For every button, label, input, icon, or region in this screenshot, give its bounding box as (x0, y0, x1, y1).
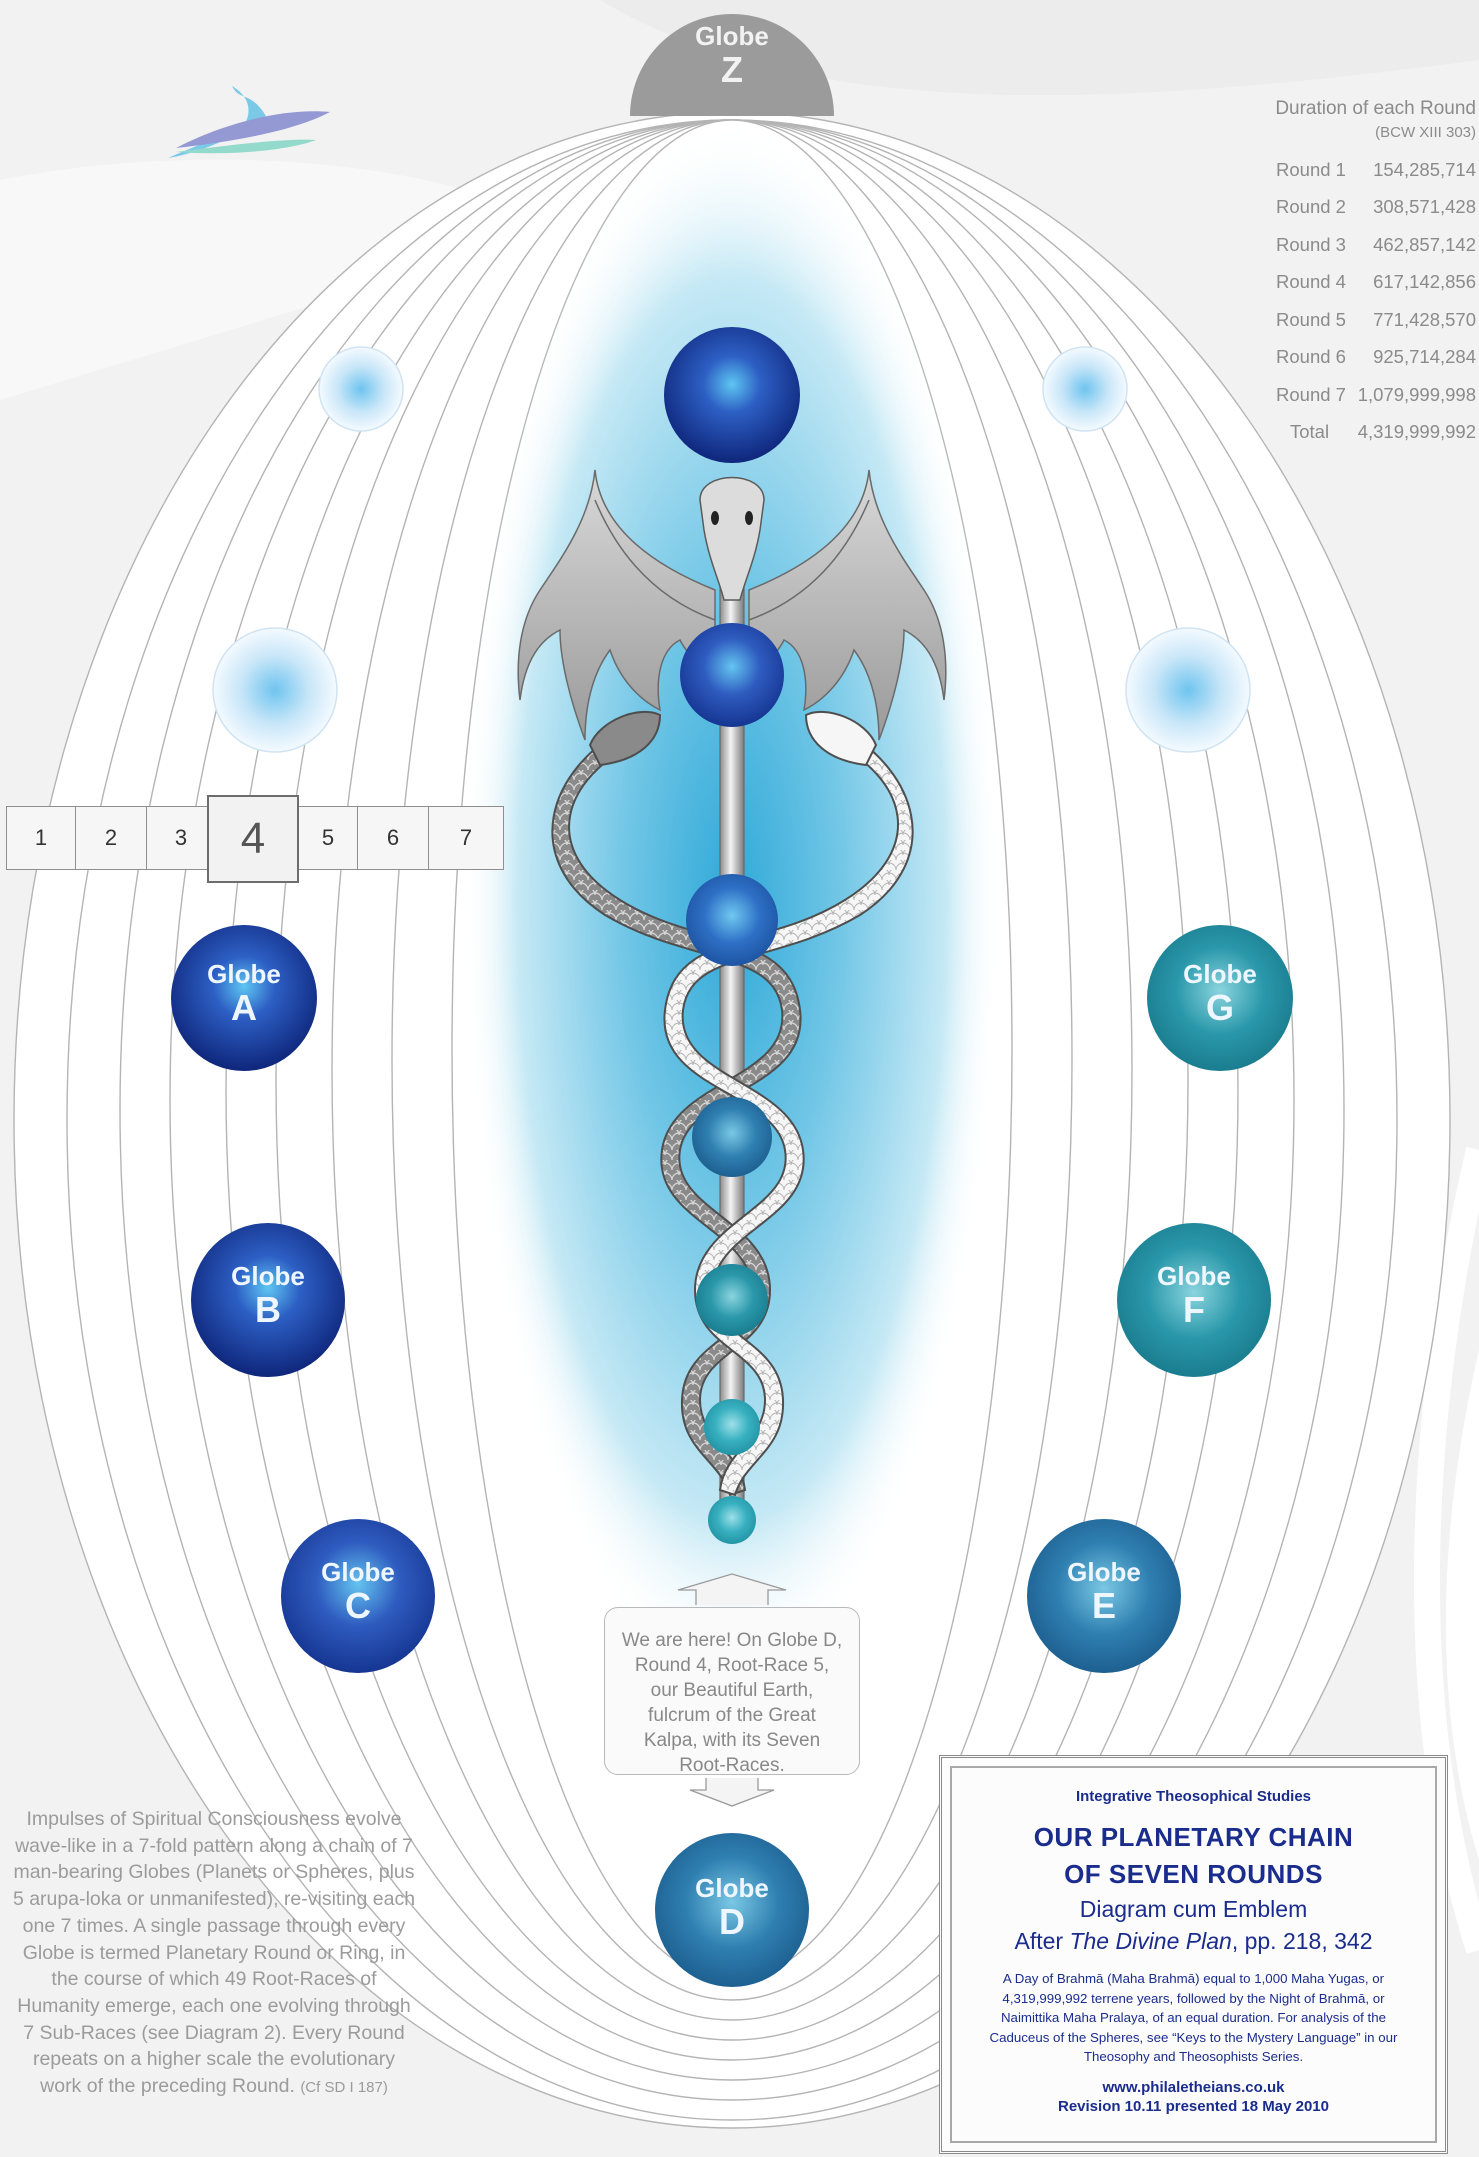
globe-d-word: Globe (672, 1874, 792, 1902)
round-value: 925,714,284 (1373, 346, 1476, 368)
duration-row: Round 2 308,571,428 (1240, 189, 1476, 227)
title-panel-content: Integrative Theosophical Studies OUR PLA… (942, 1788, 1445, 2115)
website-link[interactable]: www.philaletheians.co.uk (942, 2079, 1445, 2096)
round-label: Round 7 (1240, 384, 1346, 406)
total-label: Total (1240, 421, 1329, 443)
round-label: Round 3 (1240, 234, 1346, 256)
round-2-box[interactable]: 2 (75, 806, 147, 870)
duration-row: Round 5 771,428,570 (1240, 301, 1476, 339)
round-7-box[interactable]: 7 (428, 806, 504, 870)
globe-e: Globe E (1044, 1558, 1164, 1626)
round-label: Round 6 (1240, 346, 1346, 368)
diagram-title: OUR PLANETARY CHAIN OF SEVEN ROUNDS (942, 1819, 1445, 1893)
globe-g-letter: G (1160, 988, 1280, 1028)
brahma-note: A Day of Brahmā (Maha Brahmā) equal to 1… (942, 1969, 1445, 2067)
after-prefix: After (1014, 1928, 1069, 1954)
globe-a-word: Globe (184, 960, 304, 988)
title-line-1: OUR PLANETARY CHAIN (942, 1819, 1445, 1856)
round-label: Round 5 (1240, 309, 1346, 331)
globe-d-letter: D (672, 1902, 792, 1942)
duration-total-row: Total 4,319,999,992 (1240, 414, 1476, 452)
diagram-subtitle: Diagram cum Emblem (942, 1893, 1445, 1925)
globe-g: Globe G (1160, 960, 1280, 1028)
globe-c-letter: C (298, 1586, 418, 1626)
impulses-citation: (Cf SD I 187) (300, 2079, 388, 2096)
round-1-box[interactable]: 1 (6, 806, 76, 870)
duration-row: Round 6 925,714,284 (1240, 339, 1476, 377)
globe-a: Globe A (184, 960, 304, 1028)
round-value: 462,857,142 (1373, 234, 1476, 256)
globe-z-word: Globe (682, 22, 782, 50)
impulses-paragraph: Impulses of Spiritual Consciousness evol… (10, 1806, 418, 2102)
round-label: Round 2 (1240, 196, 1346, 218)
durations-table: Duration of each Round (BCW XIII 303) Ro… (1240, 98, 1476, 451)
book-title: The Divine Plan (1069, 1928, 1231, 1954)
globe-b-letter: B (208, 1290, 328, 1330)
source-reference: After The Divine Plan, pp. 218, 342 (942, 1925, 1445, 1957)
duration-row: Round 4 617,142,856 (1240, 264, 1476, 302)
globe-c-word: Globe (298, 1558, 418, 1586)
globe-z-letter: Z (682, 50, 782, 90)
revision-line: Revision 10.11 presented 18 May 2010 (942, 2098, 1445, 2115)
duration-row: Round 7 1,079,999,998 (1240, 376, 1476, 414)
round-value: 308,571,428 (1373, 196, 1476, 218)
globe-g-word: Globe (1160, 960, 1280, 988)
globe-d: Globe D (672, 1874, 792, 1942)
title-panel: Integrative Theosophical Studies OUR PLA… (939, 1755, 1448, 2154)
globe-f-word: Globe (1134, 1262, 1254, 1290)
globe-e-word: Globe (1044, 1558, 1164, 1586)
duration-row: Round 3 462,857,142 (1240, 226, 1476, 264)
round-value: 617,142,856 (1373, 271, 1476, 293)
org-name: Integrative Theosophical Studies (942, 1788, 1445, 1805)
globe-c: Globe C (298, 1558, 418, 1626)
round-3-box[interactable]: 3 (146, 806, 216, 870)
globe-a-letter: A (184, 988, 304, 1028)
durations-header: Duration of each Round (1240, 98, 1476, 120)
impulses-text: Impulses of Spiritual Consciousness evol… (13, 1808, 415, 2097)
round-5-box[interactable]: 5 (298, 806, 358, 870)
globe-f-letter: F (1134, 1290, 1254, 1330)
round-label: Round 4 (1240, 271, 1346, 293)
we-are-here-callout: We are here! On Globe D, Round 4, Root-R… (604, 1607, 860, 1775)
round-value: 771,428,570 (1373, 309, 1476, 331)
globe-z-label: Globe Z (682, 22, 782, 90)
round-value: 1,079,999,998 (1358, 384, 1476, 406)
round-value: 154,285,714 (1373, 159, 1476, 181)
globe-b-word: Globe (208, 1262, 328, 1290)
durations-source: (BCW XIII 303) (1240, 124, 1476, 141)
globe-f: Globe F (1134, 1262, 1254, 1330)
globe-e-letter: E (1044, 1586, 1164, 1626)
title-line-2: OF SEVEN ROUNDS (942, 1856, 1445, 1893)
duration-row: Round 1 154,285,714 (1240, 151, 1476, 189)
round-label: Round 1 (1240, 159, 1346, 181)
globe-b: Globe B (208, 1262, 328, 1330)
round-6-box[interactable]: 6 (357, 806, 429, 870)
round-4-box[interactable]: 4 (207, 795, 299, 883)
after-pages: , pp. 218, 342 (1232, 1928, 1373, 1954)
total-value: 4,319,999,992 (1358, 421, 1476, 443)
